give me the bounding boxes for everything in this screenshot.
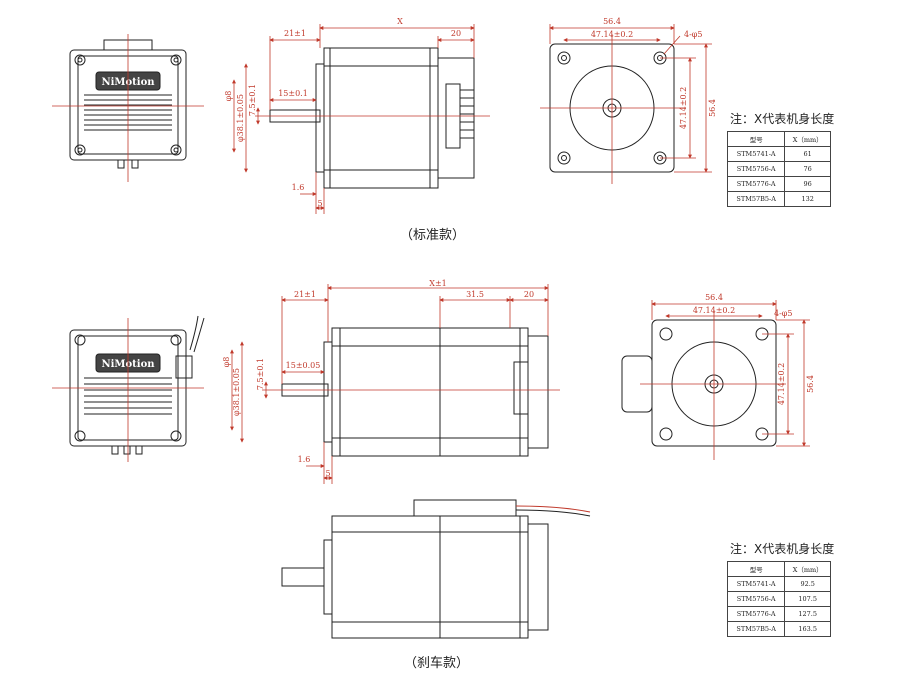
brake-motor-bottom-view [281, 499, 591, 639]
table-cell: STM5756-A [726, 591, 786, 607]
standard-dim-flat: 7.5±0.1 [248, 84, 257, 116]
table-cell: STM5741-A [726, 576, 786, 592]
standard-dim-1-6: 1.6 [292, 183, 305, 192]
standard-flange-pcd: 47.14±0.2 [591, 30, 633, 39]
standard-dim-20: 20 [451, 29, 461, 38]
brake-flange-view [621, 319, 777, 447]
brake-dim-boss: φ38.1±0.05 [232, 368, 241, 416]
brake-flange-vpcd: 47.14±0.2 [777, 363, 786, 405]
table-cell: 92.5 [784, 576, 831, 592]
brake-dim-20: 20 [524, 290, 534, 299]
table-cell: X（mm） [784, 131, 831, 147]
table-cell: 127.5 [784, 606, 831, 622]
brake-dim-31-5: 31.5 [466, 290, 484, 299]
table-cell: 163.5 [784, 621, 831, 637]
table-cell: 132 [784, 191, 831, 207]
table-cell: 61 [784, 146, 831, 162]
standard-note: 注：X代表机身长度 [730, 112, 835, 126]
brake-flange-dimensions [640, 300, 810, 460]
brake-side-dimensions [230, 284, 560, 484]
table-cell: 型号 [726, 561, 786, 577]
brake-dim-shaft: φ8 [222, 357, 231, 368]
standard-dim-boss: φ38.1±0.05 [236, 94, 245, 142]
brake-caption: （刹车款） [404, 656, 470, 671]
table-cell: 107.5 [784, 591, 831, 607]
brake-dim-21: 21±1 [294, 290, 316, 299]
standard-front-centerlines [52, 34, 204, 182]
standard-dim-shaft: φ8 [224, 91, 233, 102]
table-cell: STM57B5-A [726, 191, 786, 207]
brake-motor-side-view [281, 327, 549, 457]
standard-motor-side-view [269, 47, 475, 189]
brake-front-centerlines [52, 318, 204, 462]
brake-flange-height: 56.4 [806, 375, 815, 393]
brake-dim-1-6: 1.6 [298, 455, 311, 464]
brake-flange-pcd: 47.14±0.2 [693, 306, 735, 315]
table-cell: 型号 [726, 131, 786, 147]
standard-dim-x: X [397, 17, 403, 26]
table-cell: STM5776-A [726, 176, 786, 192]
standard-caption: （标准款） [400, 228, 466, 243]
standard-flange-width: 56.4 [603, 17, 621, 26]
standard-side-dimensions [232, 24, 490, 214]
table-cell: STM5741-A [726, 146, 786, 162]
brake-note: 注：X代表机身长度 [730, 542, 835, 556]
table-cell: X（mm） [784, 561, 831, 577]
brake-dim-5: 5 [325, 469, 330, 478]
brake-flange-hole: 4-φ5 [774, 309, 792, 318]
brake-dim-flat: 7.5±0.1 [256, 358, 265, 390]
brake-driver-front-view [69, 315, 205, 455]
table-cell: 96 [784, 176, 831, 192]
brake-flange-width: 56.4 [705, 293, 723, 302]
table-cell: 76 [784, 161, 831, 177]
table-cell: STM5776-A [726, 606, 786, 622]
standard-flange-height: 56.4 [708, 99, 717, 117]
standard-dim-15: 15±0.1 [278, 89, 308, 98]
brake-dim-15: 15±0.05 [286, 361, 321, 370]
standard-flange-hole: 4-φ5 [684, 30, 702, 39]
standard-dim-5: 5 [317, 199, 322, 208]
standard-flange-vpcd: 47.14±0.2 [679, 87, 688, 129]
standard-flange-dimensions [540, 24, 712, 184]
table-cell: STM57B5-A [726, 621, 786, 637]
standard-dim-21: 21±1 [284, 29, 306, 38]
table-cell: STM5756-A [726, 161, 786, 177]
brake-dim-x: X±1 [429, 279, 447, 288]
